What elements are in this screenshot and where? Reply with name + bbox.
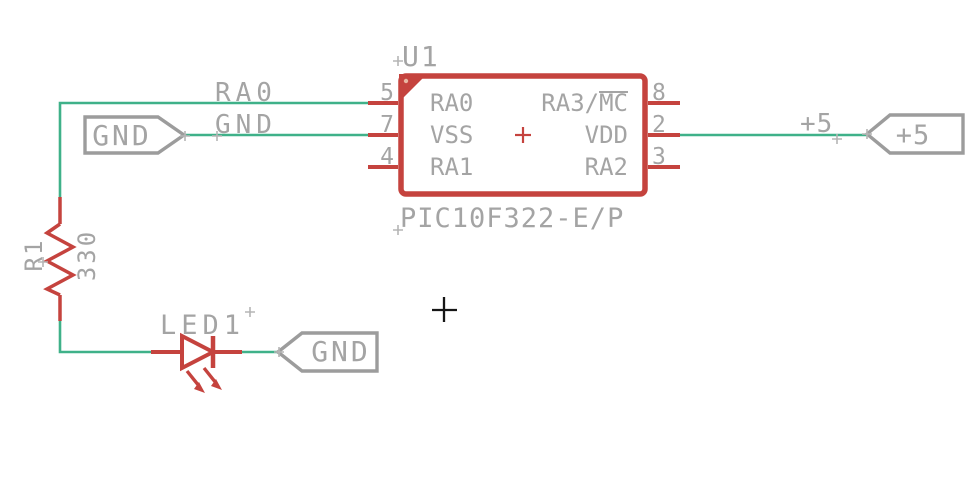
- plus5-flag[interactable]: +5: [864, 113, 965, 155]
- led-emission-arrows-icon: [185, 366, 222, 393]
- net-label-plus5[interactable]: +5: [800, 109, 833, 139]
- led-symbol[interactable]: [151, 332, 242, 393]
- net-led-anode-wire[interactable]: [58, 321, 151, 354]
- pin-number-3: 3: [652, 144, 666, 170]
- resistor-symbol[interactable]: [43, 197, 77, 321]
- resistor-value-label[interactable]: 330: [73, 229, 101, 281]
- ic-pin1-dot-icon: [403, 78, 409, 84]
- pin-number-5: 5: [380, 80, 394, 106]
- pin-number-8: 8: [652, 80, 666, 106]
- pin-number-4: 4: [380, 144, 394, 170]
- net-ra0-wire[interactable]: [58, 101, 368, 197]
- net-label-gnd[interactable]: GND: [215, 110, 277, 140]
- gnd-flag-left-label: GND: [92, 119, 152, 152]
- gnd-flag-left[interactable]: GND: [83, 115, 187, 155]
- pin-name-vss: VSS: [430, 121, 473, 149]
- gnd-flag-led[interactable]: GND: [275, 331, 379, 373]
- pin-name-mclr-overlined: MC: [599, 89, 628, 117]
- pin-name-vdd: VDD: [585, 121, 628, 149]
- ic-symbol[interactable]: 5 7 4 8 2 3 RA0 VSS RA1 RA3/MC VDD RA2: [368, 73, 680, 197]
- pin-name-ra3-prefix: RA3/: [541, 89, 599, 117]
- pin-name-ra2: RA2: [585, 153, 628, 181]
- pin-name-ra1: RA1: [430, 153, 473, 181]
- pin-number-2: 2: [652, 112, 666, 138]
- led-designator-label[interactable]: LED1: [160, 310, 245, 341]
- net-label-ra0[interactable]: RA0: [215, 78, 277, 108]
- cursor-crosshair: [432, 297, 457, 322]
- ic-origin-cross: [515, 127, 531, 143]
- plus5-flag-label: +5: [896, 120, 931, 151]
- gnd-flag-led-label: GND: [311, 335, 371, 368]
- label-origin-crosses: [38, 56, 872, 357]
- pin-name-ra3-mclr: RA3/MC: [541, 89, 628, 117]
- ic-part-name-label[interactable]: PIC10F322-E/P: [400, 203, 624, 234]
- ic-designator-label[interactable]: U1: [402, 40, 440, 73]
- pin-name-ra0: RA0: [430, 89, 473, 117]
- pin-number-7: 7: [380, 112, 394, 138]
